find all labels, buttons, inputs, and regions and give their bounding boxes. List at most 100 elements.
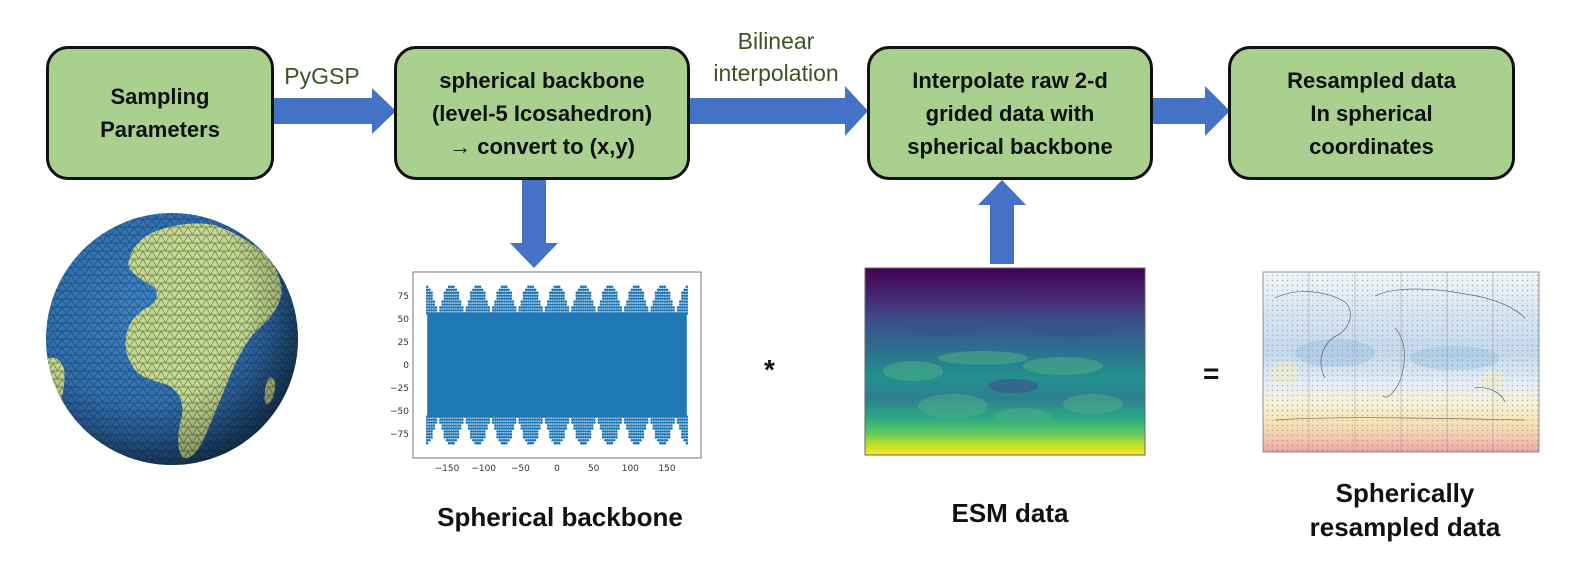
scatter-point [443, 418, 447, 421]
scatter-point [597, 421, 601, 424]
scatter-point [478, 291, 482, 294]
scatter-point [566, 415, 570, 418]
scatter-point [641, 294, 645, 297]
scatter-point [555, 297, 559, 300]
scatter-point [450, 438, 453, 442]
scatter-point [557, 285, 561, 289]
scatter-point [485, 421, 488, 424]
scatter-point [612, 433, 616, 436]
scatter-point [476, 294, 480, 297]
scatter-point [621, 312, 625, 315]
scatter-point [641, 306, 645, 309]
scatter-point [630, 415, 634, 418]
scatter-point [652, 309, 656, 312]
scatter-point [452, 427, 455, 430]
scatter-point [665, 297, 669, 300]
scatter-point [505, 297, 508, 300]
scatter-point [601, 312, 605, 315]
scatter-point [615, 297, 618, 300]
scatter-point [502, 438, 506, 442]
scatter-point [445, 415, 449, 418]
scatter-point [608, 421, 612, 424]
scatter-point [654, 312, 658, 315]
scatter-point [678, 427, 682, 430]
scatter-point [683, 418, 686, 421]
scatter-point [498, 418, 502, 421]
scatter-point [577, 415, 581, 418]
scatter-point [476, 433, 480, 436]
scatter-point [553, 288, 557, 292]
scatter-point [496, 436, 499, 439]
scatter-point [586, 300, 590, 303]
scatter-point [590, 306, 594, 309]
scatter-point [586, 421, 590, 424]
scatter-point [560, 424, 563, 427]
scatter-point [529, 300, 532, 303]
scatter-point [489, 312, 493, 315]
scatter-point [502, 288, 506, 292]
scatter-point [425, 424, 429, 427]
scatter-point [494, 421, 497, 424]
scatter-point [538, 309, 541, 312]
scatter-point [564, 300, 568, 303]
scatter-point [555, 418, 559, 421]
scatter-point [628, 294, 631, 297]
scatter-point [604, 433, 607, 436]
scatter-point [520, 424, 524, 427]
scatter-point [659, 312, 662, 315]
scatter-point [637, 294, 640, 297]
scatter-point [529, 288, 532, 292]
scatter-point [529, 438, 532, 442]
scatter-point [458, 303, 462, 306]
icosahedron-globe-image [46, 213, 298, 465]
scatter-point [443, 415, 447, 418]
scatter-point [483, 309, 486, 312]
scatter-point [659, 430, 662, 433]
scatter-point [685, 300, 689, 303]
scatter-point [478, 288, 482, 292]
scatter-point [601, 436, 605, 439]
scatter-point [670, 418, 673, 421]
scatter-point [522, 424, 526, 427]
scatter-point [434, 421, 438, 424]
scatter-point [573, 421, 576, 424]
scatter-point [632, 285, 636, 289]
scatter-point [612, 436, 616, 439]
scatter-point [425, 433, 429, 436]
scatter-point [557, 288, 561, 292]
scatter-point [683, 436, 686, 439]
scatter-point [641, 436, 645, 439]
scatter-point [643, 312, 647, 315]
scatter-point [551, 433, 554, 436]
scatter-point [632, 427, 636, 430]
scatter-point [456, 436, 460, 439]
scatter-point [557, 297, 561, 300]
scatter-point [430, 415, 433, 418]
scatter-point [652, 312, 656, 315]
scatter-point [461, 312, 464, 315]
scatter-point [498, 430, 502, 433]
scatter-point [447, 436, 451, 439]
scatter-point [509, 418, 513, 421]
x-tick-label: −50 [511, 464, 530, 474]
scatter-point [685, 424, 689, 427]
scatter-point [513, 309, 517, 312]
scatter-point [593, 418, 596, 421]
scatter-point [531, 421, 535, 424]
scatter-point [502, 300, 506, 303]
scatter-point [597, 306, 601, 309]
scatter-point [483, 436, 486, 439]
scatter-point [637, 288, 640, 292]
scatter-point [500, 309, 504, 312]
scatter-point [549, 306, 552, 309]
scatter-point [606, 306, 609, 309]
scatter-point [626, 415, 629, 418]
scatter-point [648, 415, 651, 418]
scatter-point [553, 300, 557, 303]
scatter-point [663, 418, 667, 421]
scatter-point [683, 306, 686, 309]
scatter-point [588, 300, 592, 303]
scatter-point [476, 288, 480, 292]
scatter-point [478, 300, 482, 303]
scatter-point [549, 303, 552, 306]
